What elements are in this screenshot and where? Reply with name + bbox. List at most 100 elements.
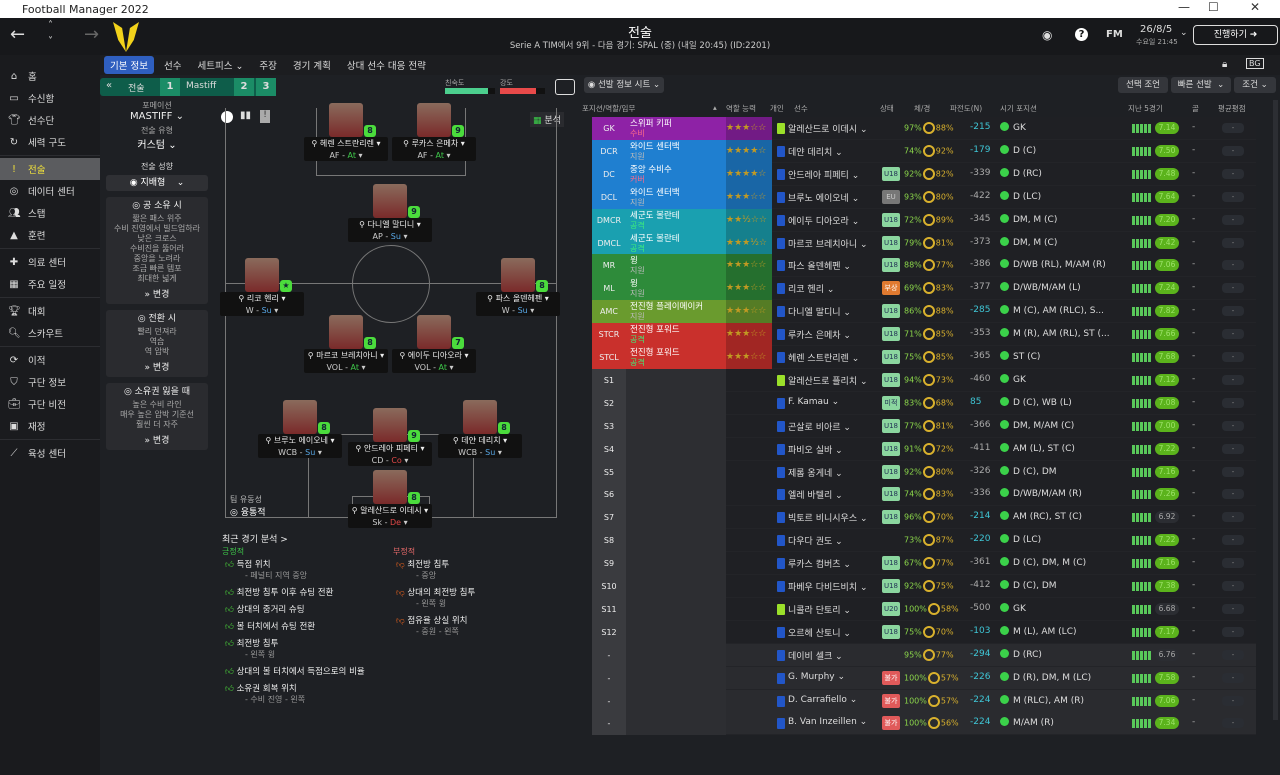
recent-match-analysis-link[interactable]: 최근 경기 분석 > [222,535,288,545]
player-name-dropdown[interactable]: ⚲ 파스 올덴헤펜 ▾ [476,292,560,305]
player-name[interactable]: 리코 헨리 ⌄ [788,285,835,296]
col-pref-pos[interactable]: 시기 포지션 [1000,104,1037,113]
role-dropdown[interactable]: WCB - Su ▾ [258,447,342,458]
pitch-player[interactable]: 8⚲ 마르코 브레치아니 ▾VOL - At ▾ [304,315,388,373]
player-name-dropdown[interactable]: ⚲ 알레산드로 이데시 ▾ [348,504,432,517]
sidebar-item-9[interactable]: ▦주요 일정 [0,273,100,295]
change-button[interactable]: » 변경 [144,363,170,373]
sidebar-item-7[interactable]: ▲훈련 [0,224,100,246]
mentality-dropdown[interactable]: ◉ 지배형 ⌄ [106,175,208,191]
player-name[interactable]: 알레산드로 이데시 ⌄ [788,125,868,135]
player-name[interactable]: 엘레 바텔리 ⌄ [788,491,843,502]
role-dropdown[interactable]: AF - At ▾ [304,150,388,161]
player-name-dropdown[interactable]: ⚲ 리코 헨리 ▾ [220,292,304,305]
tactic-name-dropdown[interactable]: Mastiff [186,81,217,91]
sidebar-item-10[interactable]: 🏆︎대회 [0,300,100,322]
player-name-dropdown[interactable]: ⚲ 다니엘 말디니 ▾ [348,218,432,231]
sidebar-item-4[interactable]: !전술 [0,158,100,180]
role-dropdown[interactable]: VOL - At ▾ [304,362,388,373]
player-name[interactable]: G. Murphy ⌄ [788,671,846,682]
sidebar-item-0[interactable]: ⌂홈 [0,65,100,87]
date-chevron-icon[interactable]: ⌄ [1180,28,1188,38]
sort-icon[interactable]: ▴ [713,103,717,112]
col-position[interactable]: 포지션/역할/임무 [582,104,636,113]
style-dropdown[interactable]: 커스텀 ⌄ [137,140,177,151]
pitch-player[interactable]: 8⚲ 알레산드로 이데시 ▾Sk - De ▾ [348,470,432,528]
sidebar-item-3[interactable]: ↻세력 구도 [0,131,100,153]
col-player[interactable]: 선수 [794,104,808,113]
sidebar-item-1[interactable]: ▭수신함 [0,87,100,109]
col-ability[interactable]: 역할 능력 [726,104,756,113]
minimize-button[interactable]: — [1178,0,1190,14]
pitch-player[interactable]: 8⚲ 헤렌 스트란리렌 ▾AF - At ▾ [304,103,388,161]
help-icon[interactable]: ? [1075,28,1088,41]
player-name[interactable]: 루카스 컴버츠 ⌄ [788,560,851,571]
col-individual[interactable]: 개인 [770,104,784,113]
filter-button[interactable]: 조건 ⌄ [1234,77,1276,93]
player-name-dropdown[interactable]: ⚲ 헤렌 스트란리렌 ▾ [304,137,388,150]
back-icon[interactable]: ← [10,24,26,45]
continue-button[interactable]: 진행하기 ➜ [1193,25,1278,45]
stats-icon[interactable]: ▮▮ [240,110,252,121]
change-button[interactable]: » 변경 [144,436,170,446]
pitch-player[interactable]: 9⚲ 안드레아 피페티 ▾CD - Co ▾ [348,408,432,466]
formation-dropdown[interactable]: MASTIFF ⌄ [130,111,184,122]
player-view-icon[interactable] [221,111,233,123]
role-dropdown[interactable]: AP - Su ▾ [348,231,432,242]
mic-icon[interactable]: ◉ [1042,28,1053,42]
pitch-player[interactable]: ★⚲ 리코 헨리 ▾W - Su ▾ [220,258,304,316]
tab-0[interactable]: 기본 정보 [104,56,154,74]
sidebar-item-11[interactable]: 🔍︎스카우트 [0,322,100,344]
club-logo[interactable] [113,22,139,52]
col-goals[interactable]: 골 [1192,104,1199,113]
scrollbar[interactable] [1273,100,1278,720]
tab-3[interactable]: 주장 [259,61,277,72]
sidebar-item-5[interactable]: ◎데이터 센터 [0,180,100,202]
player-name[interactable]: F. Kamau ⌄ [788,396,840,407]
sidebar-item-14[interactable]: 💼︎구단 비전 [0,393,100,415]
lock-icon[interactable]: 🔒︎ [1222,59,1228,70]
player-name[interactable]: 파비오 실바 ⌄ [788,445,843,456]
player-name[interactable]: 브루노 에이오네 ⌄ [788,193,860,204]
col-avg-rating[interactable]: 평균평점 [1218,104,1246,113]
sidebar-item-13[interactable]: ⛉구단 정보 [0,371,100,393]
player-name-dropdown[interactable]: ⚲ 데얀 데리치 ▾ [438,434,522,447]
col-dev[interactable]: 파전도(N) [950,104,983,113]
warning-icon[interactable]: ! [260,110,270,123]
role-dropdown[interactable]: CD - Co ▾ [348,455,432,466]
role-dropdown[interactable]: VOL - At ▾ [392,362,476,373]
player-name[interactable]: 곤살로 비아르 ⌄ [788,422,851,433]
change-button[interactable]: » 변경 [144,290,170,300]
player-name[interactable]: 헤렌 스트란리렌 ⌄ [788,354,860,364]
player-name-dropdown[interactable]: ⚲ 루카스 은메차 ▾ [392,137,476,150]
tab-1[interactable]: 선수 [163,61,182,72]
role-dropdown[interactable]: WCB - Su ▾ [438,447,522,458]
maximize-button[interactable]: ☐ [1208,0,1219,14]
sidebar-item-15[interactable]: ▣재정 [0,415,100,437]
player-name[interactable]: 데이비 셀크 ⌄ [788,651,843,662]
